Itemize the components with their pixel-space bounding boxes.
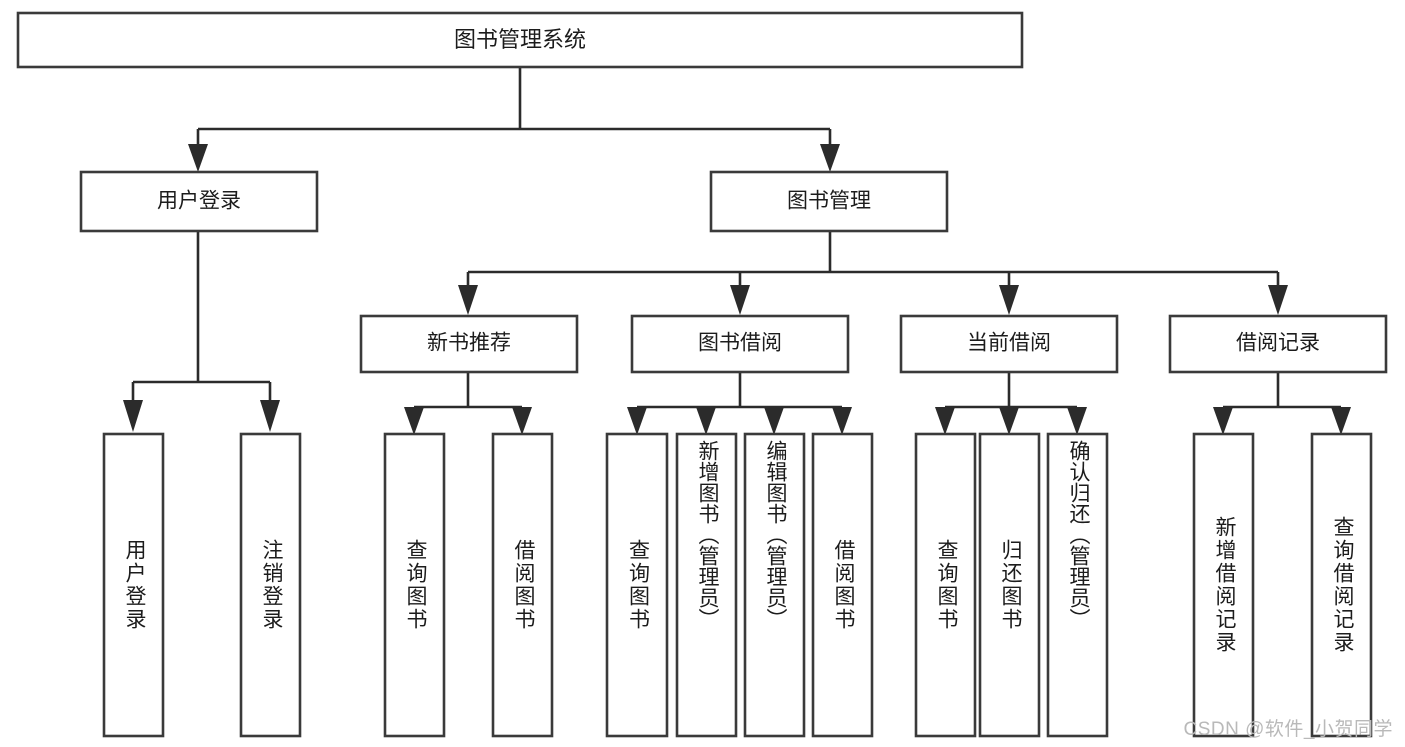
leaf-node-logout[interactable] xyxy=(239,432,302,738)
node-new-book-recommend-label: 新书推荐 xyxy=(427,332,511,355)
leaf-node-user-login[interactable] xyxy=(102,432,165,738)
leaf-node-query-borrow-record[interactable] xyxy=(1310,432,1373,738)
leaf-node-borrow-book-1[interactable] xyxy=(491,432,554,738)
node-new-book-recommend[interactable]: 新书推荐 xyxy=(359,314,579,374)
node-book-management-label: 图书管理 xyxy=(787,190,871,213)
leaf-node-edit-book-admin[interactable] xyxy=(743,432,806,738)
node-borrow-record-label: 借阅记录 xyxy=(1236,332,1320,355)
connector-bookborrow-to-leaves xyxy=(627,372,852,435)
connector-currentborrow-to-leaves xyxy=(935,372,1087,435)
node-root-label: 图书管理系统 xyxy=(454,27,586,52)
node-user-login-label: 用户登录 xyxy=(157,190,241,213)
node-book-borrow[interactable]: 图书借阅 xyxy=(630,314,850,374)
node-book-borrow-label: 图书借阅 xyxy=(698,332,782,355)
leaf-node-query-book-1[interactable] xyxy=(383,432,446,738)
connector-borrowrecord-to-leaves xyxy=(1213,372,1351,435)
connector-userlogin-to-leaves xyxy=(123,231,280,432)
node-book-management[interactable]: 图书管理 xyxy=(709,170,949,233)
node-root[interactable]: 图书管理系统 xyxy=(16,11,1024,69)
leaf-node-add-borrow-record[interactable] xyxy=(1192,432,1255,738)
leaf-node-query-book-2[interactable] xyxy=(605,432,669,738)
connector-newbook-to-leaves xyxy=(404,372,532,435)
node-borrow-record[interactable]: 借阅记录 xyxy=(1168,314,1388,374)
leaf-node-return-book[interactable] xyxy=(978,432,1041,738)
node-current-borrow[interactable]: 当前借阅 xyxy=(899,314,1119,374)
leaf-node-borrow-book-2[interactable] xyxy=(811,432,874,738)
leaf-node-query-book-3[interactable] xyxy=(914,432,977,738)
leaf-node-add-book-admin[interactable] xyxy=(675,432,738,738)
leaf-node-confirm-return-admin[interactable] xyxy=(1046,432,1109,738)
connector-root-to-level2 xyxy=(188,67,840,172)
node-current-borrow-label: 当前借阅 xyxy=(967,332,1051,355)
connector-bookmgmt-to-level3 xyxy=(458,231,1288,315)
node-user-login[interactable]: 用户登录 xyxy=(79,170,319,233)
